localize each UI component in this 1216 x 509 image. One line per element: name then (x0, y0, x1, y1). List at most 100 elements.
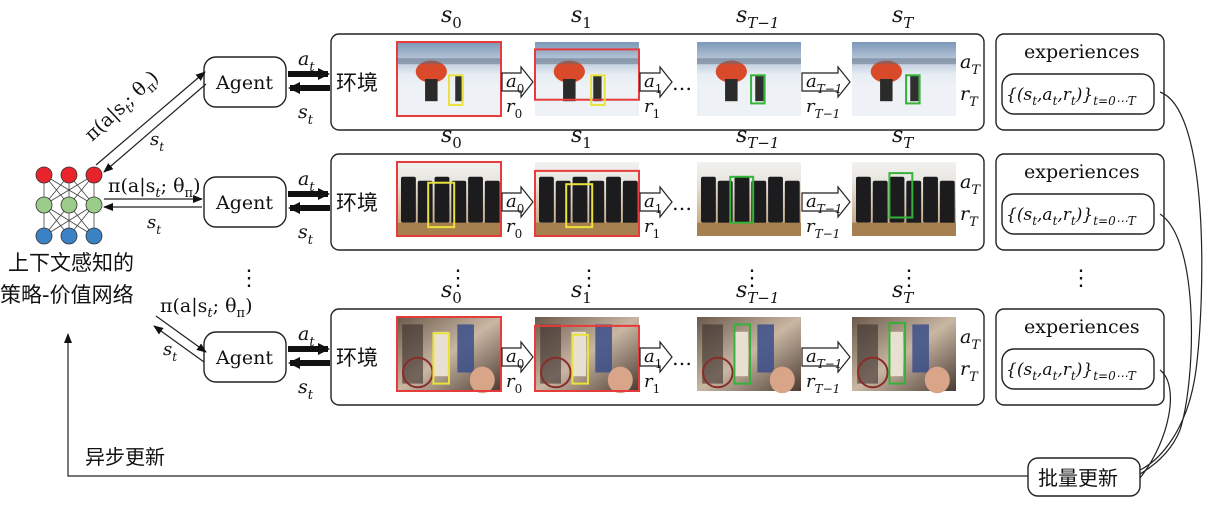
frame-image (852, 42, 956, 116)
scene-crowd (697, 58, 801, 65)
action-label-2: aT−1 (806, 346, 842, 371)
environment-label: 环境 (336, 71, 378, 95)
agent-box (203, 331, 287, 383)
scene-suitcase (717, 180, 733, 227)
reward-label-1-main: r (644, 96, 654, 117)
tracking-box-previous (396, 41, 502, 117)
state-label-s0-sub: 0 (452, 134, 462, 152)
scene-suitcase (572, 176, 588, 223)
experience-tuple-part: t (1053, 214, 1058, 228)
action-label-1: a1 (644, 71, 662, 96)
policy-label-row2-part3: ) (193, 175, 200, 197)
experience-tuple: {(st,at,rt)}t=0⋯T (1006, 360, 1137, 383)
state-label-s1-main: s (571, 123, 582, 148)
state-label-s0-sub: 0 (452, 289, 462, 307)
state-label-s3-sub: T (903, 14, 914, 32)
experience-tuple-part: ,a (1037, 205, 1053, 225)
action-label-1-sub: 1 (655, 82, 663, 96)
final-action-label-sub: T (971, 183, 981, 198)
experience-tuple: {(st,at,rt)}t=0⋯T (1006, 85, 1137, 108)
scene-crowd (397, 58, 501, 65)
experience-tuple-part: ,a (1037, 85, 1053, 105)
policy-label-row2-part1: π(a|s (108, 175, 155, 197)
scene-snow (697, 82, 801, 116)
reward-label-0-main: r (506, 96, 516, 117)
state-return-label-row2-main: s (147, 212, 156, 233)
reward-label-0: r0 (506, 96, 522, 121)
action-label-2-sub: T−1 (817, 357, 843, 371)
scene-skier-jacket (715, 60, 747, 83)
scene-suitcase (856, 176, 871, 223)
tracking-box-current (590, 74, 606, 106)
reward-label-2-main: r (806, 371, 816, 392)
action-label-0-sub: 0 (517, 202, 525, 216)
scene-head (924, 366, 950, 394)
policy-arrow-row3 (155, 315, 207, 353)
final-reward-label-main: r (960, 203, 971, 225)
tracking-box-current (448, 74, 464, 106)
scene-floor (852, 222, 956, 236)
policy-label-row3-part1: π(a|s (160, 295, 207, 317)
scene-child (888, 331, 903, 377)
environment-label: 环境 (336, 191, 378, 215)
scene-crowd (852, 58, 956, 65)
final-action-label-sub: T (971, 63, 981, 78)
frame-image (852, 317, 956, 394)
policy-label-row3-part2: ; θ (213, 295, 237, 317)
action-label-1: a1 (644, 346, 662, 371)
experience-tuple-part: t=0⋯T (1093, 94, 1137, 108)
reward-label-2-main: r (806, 96, 816, 117)
policy-value-network (35, 166, 103, 245)
state-label-s2-sub: T−1 (747, 289, 779, 307)
frame-image (535, 42, 639, 116)
scene-person-blue (757, 324, 774, 373)
action-label-1-main: a (644, 71, 655, 92)
experience-tuple-part: ,r (1057, 360, 1071, 380)
experience-tuple-box (1001, 193, 1155, 235)
scene-bicycle-wheel (540, 356, 572, 389)
policy-label-row2-part2: ; θ (161, 175, 185, 197)
batch-curve-2 (1139, 213, 1193, 475)
tracking-box-current (888, 321, 907, 385)
state-label-s0: s0 (441, 3, 462, 32)
experience-tuple: {(st,at,rt)}t=0⋯T (1006, 205, 1137, 228)
transition-arrow (501, 340, 534, 374)
agent-action-label-sub: t (309, 335, 315, 350)
transition-arrow (801, 65, 851, 99)
vertical-ellipsis: ⋮ (1070, 266, 1092, 291)
reward-label-0-sub: 0 (515, 107, 523, 121)
scene-skier-jacket (415, 60, 447, 83)
experience-tuple-part: {(s (1006, 360, 1032, 380)
network-node (85, 227, 103, 245)
state-label-s2: sT−1 (736, 3, 779, 32)
scene-suitcase (401, 176, 416, 223)
state-label-s0-sub: 0 (452, 14, 462, 32)
scene-suitcase (734, 176, 750, 223)
scene-bicycle-wheel (702, 356, 734, 389)
agent-state-label: st (298, 221, 314, 248)
state-label-s3: sT (892, 278, 914, 307)
scene-person (540, 324, 561, 384)
action-label-0-sub: 0 (517, 82, 525, 96)
experience-tuple-box (1001, 348, 1155, 390)
scene-person-blue (595, 324, 612, 373)
state-return-label-row3-sub: t (172, 350, 177, 364)
scene-person (702, 324, 723, 384)
experiences-label: experiences (1024, 161, 1140, 183)
state-label-s2: sT−1 (736, 123, 779, 152)
final-reward-label: rT (960, 358, 979, 385)
scene-head (769, 366, 795, 394)
action-label-0-main: a (506, 71, 517, 92)
state-label-s0: s0 (441, 278, 462, 307)
scene-suitcase (889, 176, 905, 223)
scene-child (433, 331, 448, 377)
state-label-s0-main: s (441, 123, 452, 148)
state-return-label-row2: st (147, 212, 161, 237)
experience-tuple-part: )} (1075, 360, 1093, 380)
scene-suitcase (784, 180, 800, 227)
state-label-s2-main: s (736, 278, 747, 303)
state-label-s2-main: s (736, 3, 747, 28)
action-label-2-sub: T−1 (817, 202, 843, 216)
tracking-box-previous (534, 48, 640, 101)
